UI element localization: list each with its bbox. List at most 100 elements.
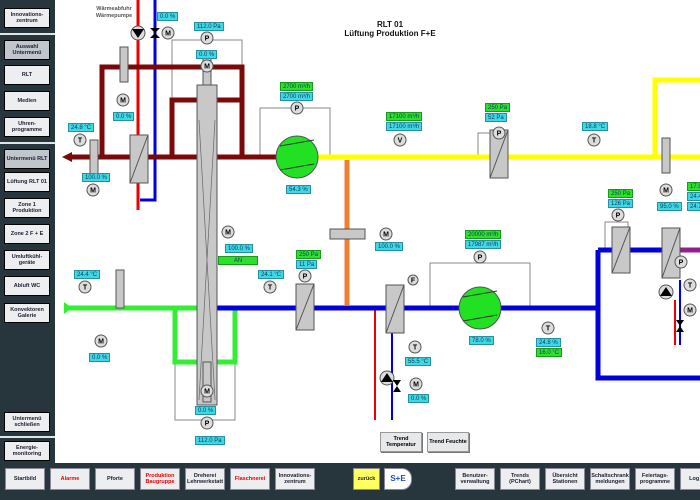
motor-icon[interactable]: M bbox=[683, 303, 697, 317]
value: 54.3 % bbox=[286, 185, 311, 194]
pressure-sensor-icon[interactable]: P bbox=[674, 255, 688, 269]
trend-humidity-button[interactable]: Trend Feuchte bbox=[427, 432, 469, 452]
sidebar-lueftung-rlt01[interactable]: Lüftung RLT 01 bbox=[4, 172, 50, 192]
nav-produktion[interactable]: Produktion Baugruppe bbox=[140, 468, 180, 490]
nav-logbuch[interactable]: Log Log bbox=[680, 468, 700, 490]
temperature-sensor-icon-letter: T bbox=[592, 138, 597, 145]
motor-icon[interactable]: M bbox=[200, 384, 214, 398]
intake-damper[interactable] bbox=[115, 269, 125, 309]
value: 2700 m³/h bbox=[280, 82, 314, 91]
motor-icon-letter: M bbox=[663, 188, 669, 195]
value: 112.0 Pa bbox=[195, 436, 225, 445]
pressure-sensor-icon[interactable]: P bbox=[492, 126, 506, 140]
value: 0.0 % bbox=[195, 406, 217, 415]
pressure-sensor-icon[interactable]: P bbox=[200, 31, 214, 45]
temperature-sensor-icon[interactable]: T bbox=[263, 280, 277, 294]
hr-bottom-damper[interactable] bbox=[202, 361, 212, 403]
exhaust-fan[interactable] bbox=[275, 135, 319, 179]
motor-icon[interactable]: M bbox=[221, 225, 235, 239]
motor-icon-letter: M bbox=[120, 98, 126, 105]
sidebar-energiemonitoring[interactable]: Energie-monitoring bbox=[4, 441, 50, 461]
pressure-sensor-icon-letter: P bbox=[205, 421, 210, 428]
sidebar-innovationszentrum[interactable]: Innovations-zentrum bbox=[4, 8, 50, 28]
pressure-sensor-icon[interactable]: P bbox=[611, 208, 625, 222]
motor-icon-letter: M bbox=[225, 230, 231, 237]
nav-innovationszentrum[interactable]: Innovations-zentrum bbox=[275, 468, 315, 490]
value: 16.0 °C bbox=[536, 348, 563, 357]
sidebar-untermenu-rlt[interactable]: Untermenü RLT bbox=[4, 149, 50, 169]
temperature-sensor-icon-letter: T bbox=[688, 283, 693, 290]
pressure-sensor-icon-circle bbox=[298, 269, 312, 283]
motor-icon[interactable]: M bbox=[94, 334, 108, 348]
nav-startbild[interactable]: Startbild bbox=[5, 468, 45, 490]
supply-fan[interactable] bbox=[458, 286, 502, 330]
temperature-sensor-icon-circle bbox=[541, 321, 555, 335]
temperature-sensor-icon[interactable]: T bbox=[408, 340, 422, 354]
sidebar-untermenu-schliessen[interactable]: Untermenü schließen bbox=[4, 412, 50, 432]
pressure-sensor-icon[interactable]: P bbox=[290, 101, 304, 115]
status-badge: AN bbox=[218, 256, 258, 265]
exhaust-arrow-icon bbox=[62, 152, 72, 162]
sidebar-zone2[interactable]: Zone 2 F + E bbox=[4, 224, 50, 244]
motor-icon[interactable]: M bbox=[659, 183, 673, 197]
sidebar-abluft-wc[interactable]: Abluft WC bbox=[4, 276, 50, 296]
nav-schaltschrank[interactable]: Schaltschrank meldungen bbox=[590, 468, 630, 490]
flow-sensor-icon[interactable]: V bbox=[393, 133, 407, 147]
temperature-sensor-icon-letter: T bbox=[83, 285, 88, 292]
motor-icon[interactable]: M bbox=[200, 59, 214, 73]
nav-alarme[interactable]: Alarme bbox=[50, 468, 90, 490]
nav-flaschnerei[interactable]: Flaschnerei bbox=[230, 468, 270, 490]
trend-temperature-button[interactable]: Trend Temperatur bbox=[380, 432, 422, 452]
motor-icon[interactable]: M bbox=[161, 26, 175, 40]
motor-icon-circle bbox=[86, 183, 100, 197]
temperature-sensor-icon[interactable]: T bbox=[73, 133, 87, 147]
back-button[interactable]: zurück bbox=[353, 468, 380, 490]
value: 250 Pa bbox=[608, 189, 634, 198]
extract-damper[interactable] bbox=[661, 137, 671, 174]
pressure-sensor-icon[interactable]: P bbox=[298, 269, 312, 283]
motor-icon-letter: M bbox=[204, 64, 210, 71]
pressure-sensor-icon-circle bbox=[611, 208, 625, 222]
nav-benutzerverwaltung[interactable]: Benutzer-verwaltung bbox=[455, 468, 495, 490]
sidebar-umluftkuehlgeraete[interactable]: Umluftkühl-geräte bbox=[4, 250, 50, 270]
sidebar-zone1[interactable]: Zone 1 Produktion bbox=[4, 198, 50, 218]
temperature-sensor-icon[interactable]: T bbox=[587, 133, 601, 147]
motor-icon-circle bbox=[200, 384, 214, 398]
motor-icon-letter: M bbox=[687, 308, 693, 315]
pressure-sensor-icon-letter: P bbox=[295, 106, 300, 113]
value: 100.0 % bbox=[225, 244, 254, 253]
temperature-sensor-icon[interactable]: T bbox=[683, 278, 697, 292]
valve-icon[interactable] bbox=[150, 28, 160, 38]
pump-icon[interactable] bbox=[130, 25, 146, 41]
temperature-sensor-icon[interactable]: T bbox=[78, 280, 92, 294]
motor-icon[interactable]: M bbox=[409, 377, 423, 391]
mix-damper[interactable] bbox=[329, 228, 366, 240]
bypass-damper[interactable] bbox=[119, 46, 129, 83]
humidity-sensor-icon[interactable]: F bbox=[407, 274, 419, 286]
sidebar-konvektoren[interactable]: Konvektoren Galerie bbox=[4, 303, 50, 323]
pressure-sensor-icon[interactable]: P bbox=[473, 250, 487, 264]
sidebar-uhrenprogramme[interactable]: Uhren-programme bbox=[4, 117, 50, 137]
nav-trends[interactable]: Trends (PChart) bbox=[500, 468, 540, 490]
value: 52 Pa bbox=[485, 113, 507, 122]
motor-icon[interactable]: M bbox=[116, 93, 130, 107]
valve-icon[interactable] bbox=[676, 320, 684, 332]
sidebar-medien[interactable]: Medien bbox=[4, 91, 50, 111]
nav-dreherei[interactable]: Dreherei Lehrwerkstatt bbox=[185, 468, 225, 490]
pressure-sensor-icon[interactable]: P bbox=[200, 416, 214, 430]
value: 17.8 bbox=[687, 182, 700, 191]
sidebar-auswahl-untermenu[interactable]: Auswahl Untermenü bbox=[4, 40, 50, 60]
humidity-sensor-icon-circle bbox=[407, 274, 419, 286]
valve-icon[interactable] bbox=[393, 380, 401, 392]
motor-icon[interactable]: M bbox=[379, 227, 393, 241]
nav-pforte[interactable]: Pforte bbox=[95, 468, 135, 490]
exhaust-damper[interactable] bbox=[89, 139, 99, 176]
nav-feiertage[interactable]: Feiertags-programme bbox=[635, 468, 675, 490]
motor-icon[interactable]: M bbox=[86, 183, 100, 197]
pump-icon[interactable] bbox=[379, 370, 395, 386]
sidebar-rlt[interactable]: RLT bbox=[4, 65, 50, 85]
nav-uebersicht[interactable]: Übersicht Stationen bbox=[545, 468, 585, 490]
pump-icon[interactable] bbox=[658, 284, 674, 300]
temperature-sensor-icon[interactable]: T bbox=[541, 321, 555, 335]
bottom-nav: Startbild Alarme Pforte Produktion Baugr… bbox=[0, 463, 700, 500]
